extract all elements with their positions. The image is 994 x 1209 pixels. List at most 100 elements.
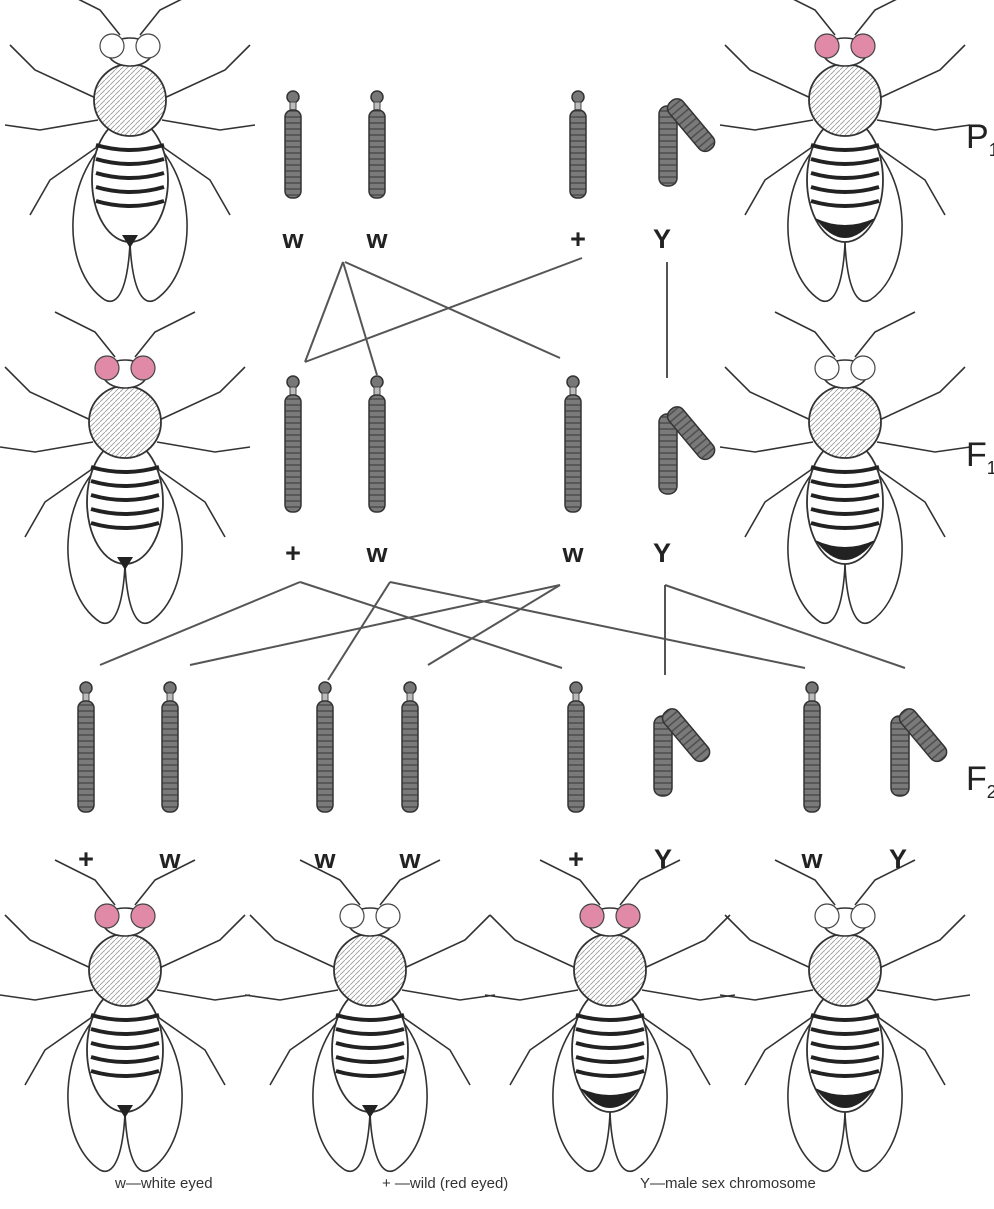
allele-label: Y bbox=[653, 538, 671, 568]
fly-antenna bbox=[60, 0, 120, 35]
fly-leg bbox=[877, 120, 970, 130]
red-eye bbox=[131, 356, 155, 380]
generation-label-f1: F1 bbox=[966, 436, 994, 478]
fly-leg bbox=[155, 467, 225, 537]
fly-leg bbox=[400, 915, 490, 970]
legend: w—white eyed + —wild (red eyed) Y—male s… bbox=[114, 1175, 816, 1192]
x-chromosome bbox=[317, 682, 333, 812]
white-eye bbox=[100, 34, 124, 58]
fly-leg bbox=[720, 120, 813, 130]
fly-leg bbox=[5, 120, 98, 130]
fly-leg bbox=[155, 367, 245, 422]
fly-leg bbox=[875, 915, 965, 970]
fly-leg bbox=[875, 45, 965, 100]
red-eye bbox=[580, 904, 604, 928]
cross-line bbox=[428, 585, 560, 665]
allele-label: w bbox=[281, 224, 304, 254]
white-eye bbox=[815, 904, 839, 928]
cross-line bbox=[390, 582, 805, 668]
cross-line bbox=[305, 262, 343, 362]
red-eye bbox=[616, 904, 640, 928]
fly-f2-2 bbox=[245, 860, 495, 1171]
y-chromosome bbox=[659, 96, 718, 186]
x-chromosome bbox=[369, 91, 385, 198]
cross-line bbox=[665, 585, 905, 668]
generation-label-f2: F2 bbox=[966, 760, 994, 802]
fly-illustrations bbox=[0, 0, 970, 1171]
x-chromosome bbox=[570, 91, 586, 198]
fly-thorax bbox=[809, 64, 881, 136]
y-chromosome bbox=[654, 706, 713, 796]
red-eye bbox=[851, 34, 875, 58]
fly-leg bbox=[160, 145, 230, 215]
fly-leg bbox=[250, 915, 340, 970]
fly-leg bbox=[875, 467, 945, 537]
fly-leg bbox=[725, 915, 815, 970]
cross-line bbox=[345, 262, 560, 358]
allele-label: Y bbox=[654, 844, 672, 874]
fly-leg bbox=[725, 367, 815, 422]
allele-label: Y bbox=[889, 844, 907, 874]
x-chromosome bbox=[568, 682, 584, 812]
fly-leg bbox=[400, 1015, 470, 1085]
x-chromosome bbox=[804, 682, 820, 812]
cross-line bbox=[343, 262, 377, 375]
fly-leg bbox=[5, 367, 95, 422]
fly-p1-female bbox=[5, 0, 255, 301]
allele-label: w bbox=[313, 844, 336, 874]
fly-leg bbox=[270, 1015, 340, 1085]
allele-label: w bbox=[398, 844, 421, 874]
fly-leg bbox=[877, 990, 970, 1000]
fly-antenna bbox=[855, 0, 915, 35]
fly-leg bbox=[725, 45, 815, 100]
fly-thorax bbox=[334, 934, 406, 1006]
white-eye bbox=[851, 904, 875, 928]
fly-leg bbox=[745, 145, 815, 215]
fly-leg bbox=[245, 990, 338, 1000]
allele-label: w bbox=[158, 844, 181, 874]
fly-thorax bbox=[809, 934, 881, 1006]
fly-leg bbox=[720, 442, 813, 452]
allele-label: w bbox=[561, 538, 584, 568]
fly-leg bbox=[877, 442, 970, 452]
white-eye bbox=[376, 904, 400, 928]
white-eye bbox=[136, 34, 160, 58]
x-chromosome bbox=[78, 682, 94, 812]
allele-label: + bbox=[78, 844, 94, 874]
fly-thorax bbox=[574, 934, 646, 1006]
cross-line bbox=[190, 585, 560, 665]
fly-antenna bbox=[55, 312, 115, 357]
fly-antenna bbox=[135, 312, 195, 357]
generation-label-p1: P1 bbox=[966, 118, 994, 160]
legend-male-sex-chromosome: Y—male sex chromosome bbox=[640, 1175, 816, 1192]
cross-lines bbox=[100, 258, 905, 680]
fly-leg bbox=[510, 1015, 580, 1085]
fly-leg bbox=[25, 467, 95, 537]
white-eye bbox=[815, 356, 839, 380]
x-chromosome bbox=[369, 376, 385, 512]
allele-label: + bbox=[570, 224, 586, 254]
fly-leg bbox=[155, 1015, 225, 1085]
fly-antenna bbox=[775, 312, 835, 357]
fly-leg bbox=[160, 45, 250, 100]
fly-f1-male bbox=[720, 312, 970, 623]
fly-leg bbox=[745, 1015, 815, 1085]
fly-thorax bbox=[809, 386, 881, 458]
red-eye bbox=[131, 904, 155, 928]
fly-antenna bbox=[140, 0, 200, 35]
fly-leg bbox=[25, 1015, 95, 1085]
fly-leg bbox=[875, 145, 945, 215]
allele-label: + bbox=[568, 844, 584, 874]
fly-leg bbox=[157, 990, 250, 1000]
fly-antenna bbox=[775, 0, 835, 35]
fly-leg bbox=[0, 442, 93, 452]
fly-f2-3 bbox=[485, 860, 735, 1171]
fly-p1-male bbox=[720, 0, 970, 301]
fly-f1-female bbox=[0, 312, 250, 623]
fly-leg bbox=[10, 45, 100, 100]
fly-leg bbox=[485, 990, 578, 1000]
fly-thorax bbox=[89, 386, 161, 458]
cross-line bbox=[328, 582, 390, 680]
fly-leg bbox=[640, 915, 730, 970]
